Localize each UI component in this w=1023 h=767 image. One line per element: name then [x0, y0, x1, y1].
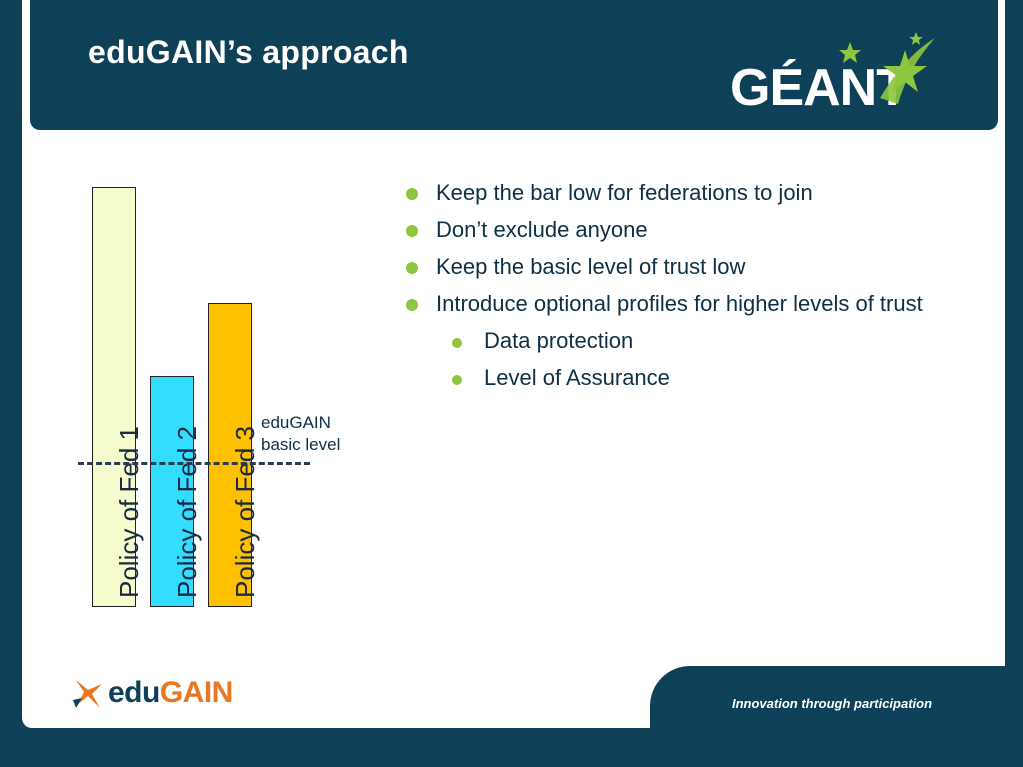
bullet-text: Keep the basic level of trust low	[436, 254, 746, 279]
edugain-star-icon	[73, 680, 102, 708]
edugain-basic-level-label: eduGAIN basic level	[261, 412, 340, 456]
bullet-dot-icon	[406, 225, 418, 237]
edugain-basic-level-line	[78, 462, 310, 465]
bullet-dot-icon	[406, 299, 418, 311]
bar-label-fed-1: Policy of Fed 1	[114, 426, 144, 598]
bar-fed-3: Policy of Fed 3	[208, 303, 260, 607]
bullet-text: Introduce optional profiles for higher l…	[436, 291, 923, 316]
footer-tagline: Innovation through participation	[732, 696, 933, 711]
header-bar	[30, 0, 998, 130]
sub-bullet-item: Level of Assurance	[404, 363, 944, 393]
bullet-item: Keep the basic level of trust low	[404, 252, 944, 282]
edugain-logo-gain: GAIN	[159, 676, 234, 709]
bullet-text: Don’t exclude anyone	[436, 217, 648, 242]
star-icon	[839, 32, 935, 104]
edugain-logo: eduGAIN	[70, 672, 250, 712]
basic-label-line-2: basic level	[261, 435, 341, 454]
bullet-dot-icon	[406, 188, 418, 200]
edugain-logo-edu: edu	[108, 676, 160, 709]
bar-label-fed-2: Policy of Fed 2	[172, 426, 202, 598]
bullet-text: Keep the bar low for federations to join	[436, 180, 813, 205]
bar-fed-1: Policy of Fed 1	[92, 187, 144, 607]
edugain-logo-text: eduGAIN	[108, 676, 233, 710]
bullet-text: Level of Assurance	[484, 365, 670, 390]
bullet-item: Introduce optional profiles for higher l…	[404, 289, 924, 319]
bullet-dot-icon	[452, 338, 462, 348]
bullet-item: Don’t exclude anyone	[404, 215, 944, 245]
bar-fed-2: Policy of Fed 2	[150, 376, 202, 607]
bullet-dot-icon	[452, 375, 462, 385]
sub-bullet-item: Data protection	[404, 326, 944, 356]
footer-band	[650, 666, 1023, 767]
bar-label-fed-3: Policy of Fed 3	[230, 426, 260, 598]
bullet-dot-icon	[406, 262, 418, 274]
bullet-item: Keep the bar low for federations to join	[404, 178, 944, 208]
slide-title: eduGAIN’s approach	[88, 34, 409, 70]
bullet-text: Data protection	[484, 328, 634, 353]
geant-logo-text: GÉANT	[730, 59, 908, 117]
basic-label-line-1: eduGAIN	[261, 413, 331, 432]
bullet-list: Keep the bar low for federations to join…	[404, 178, 944, 400]
geant-logo: GÉANT	[730, 28, 945, 117]
